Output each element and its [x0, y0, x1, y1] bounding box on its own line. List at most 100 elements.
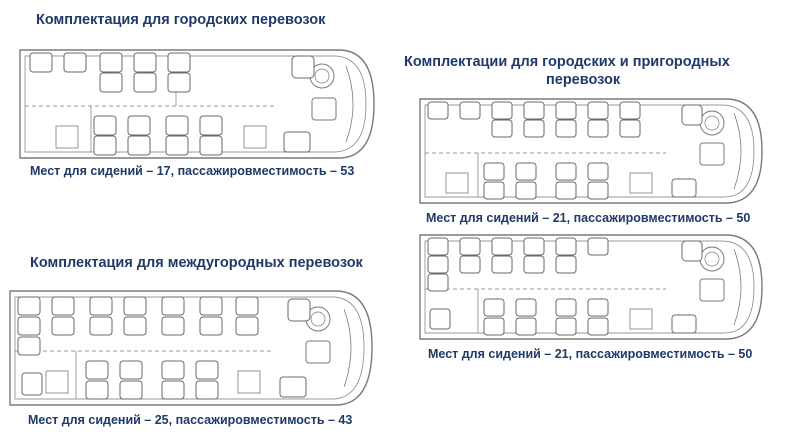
city-bus-body	[19, 49, 375, 159]
seat	[491, 101, 513, 120]
seat	[165, 115, 189, 136]
suburban-layout-heading-line2: перевозок	[546, 72, 621, 88]
seat	[483, 181, 505, 200]
seat	[523, 101, 545, 120]
intercity-bus-floor-plan	[9, 290, 373, 406]
seat	[523, 237, 545, 256]
driver-seat	[681, 104, 703, 126]
seat	[619, 101, 641, 120]
city-layout-caption: Мест для сидений – 17, пассажировместимо…	[30, 164, 355, 178]
seat	[167, 52, 191, 73]
seat	[29, 52, 53, 73]
suburban-layout-heading-line1: Комплектации для городских и пригородных	[404, 54, 730, 70]
seat	[195, 380, 219, 400]
suburban-layout-b-caption: Мест для сидений – 21, пассажировместимо…	[428, 347, 753, 361]
seat	[555, 298, 577, 317]
seat	[619, 119, 641, 138]
seat	[515, 162, 537, 181]
seat	[587, 237, 609, 256]
seat	[515, 181, 537, 200]
seat	[99, 72, 123, 93]
seat	[555, 255, 577, 274]
seat	[119, 380, 143, 400]
seat	[123, 296, 147, 316]
seat	[427, 101, 449, 120]
seat	[99, 52, 123, 73]
seat	[427, 237, 449, 256]
seat	[161, 316, 185, 336]
seat	[127, 115, 151, 136]
suburban-bus-floor-plan-b	[419, 234, 763, 340]
seat	[17, 296, 41, 316]
intercity-layout-caption: Мест для сидений – 25, пассажировместимо…	[28, 413, 353, 427]
seat	[555, 119, 577, 138]
seat	[523, 119, 545, 138]
seat	[587, 181, 609, 200]
seat	[133, 52, 157, 73]
seat	[123, 316, 147, 336]
seat	[93, 115, 117, 136]
seat	[491, 237, 513, 256]
seat	[199, 316, 223, 336]
seat	[427, 273, 449, 292]
driver-seat	[291, 55, 315, 79]
seat	[555, 101, 577, 120]
seat	[161, 296, 185, 316]
seat	[459, 101, 481, 120]
seat	[167, 72, 191, 93]
city-bus-floor-plan	[19, 49, 375, 159]
seat	[199, 296, 223, 316]
seat	[89, 316, 113, 336]
seat	[21, 372, 43, 396]
seat	[17, 336, 41, 356]
seat	[491, 119, 513, 138]
seat	[93, 135, 117, 156]
intercity-bus-seats	[17, 296, 311, 400]
seat	[235, 296, 259, 316]
seat	[127, 135, 151, 156]
seat	[459, 255, 481, 274]
suburban-bus-a-seats	[427, 101, 703, 200]
seat	[429, 308, 451, 330]
seat	[283, 131, 311, 153]
seat	[671, 314, 697, 334]
seat	[165, 135, 189, 156]
seat	[587, 101, 609, 120]
city-bus-seats	[29, 52, 315, 156]
seat	[51, 296, 75, 316]
seat	[459, 237, 481, 256]
seat	[51, 316, 75, 336]
seat	[491, 255, 513, 274]
seat	[199, 115, 223, 136]
city-layout-heading: Комплектация для городских перевозок	[36, 12, 326, 28]
suburban-layout-a-caption: Мест для сидений – 21, пассажировместимо…	[426, 211, 751, 225]
intercity-bus-body	[9, 290, 373, 406]
suburban-bus-floor-plan-a	[419, 98, 763, 204]
seat	[587, 119, 609, 138]
seat	[555, 317, 577, 336]
intercity-layout-heading: Комплектация для междугородных перевозок	[30, 255, 363, 271]
seat	[671, 178, 697, 198]
seat	[161, 360, 185, 380]
seat	[195, 360, 219, 380]
seat	[63, 52, 87, 73]
seat	[587, 317, 609, 336]
seat	[523, 255, 545, 274]
seat	[89, 296, 113, 316]
seat	[555, 181, 577, 200]
seat	[279, 376, 307, 398]
seat	[427, 255, 449, 274]
seat	[119, 360, 143, 380]
suburban-bus-b-seats	[427, 237, 703, 336]
driver-seat	[287, 298, 311, 322]
seat	[515, 298, 537, 317]
seat	[587, 162, 609, 181]
suburban-bus-a-body	[419, 98, 763, 204]
driver-seat	[681, 240, 703, 262]
seat	[483, 162, 505, 181]
seat	[17, 316, 41, 336]
seat	[85, 360, 109, 380]
seat	[483, 317, 505, 336]
seat	[587, 298, 609, 317]
seat	[85, 380, 109, 400]
